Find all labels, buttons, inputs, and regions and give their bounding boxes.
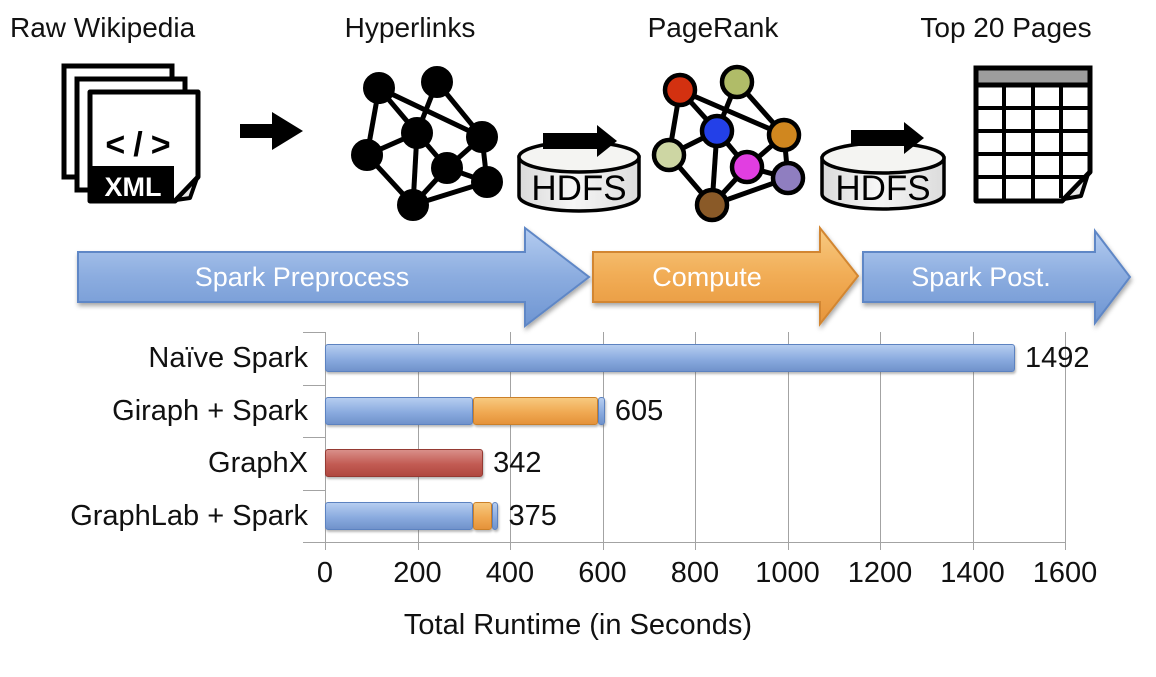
category-label: Giraph + Spark (112, 394, 308, 427)
gridline (695, 332, 696, 542)
y-axis-tick (303, 489, 325, 491)
x-axis-tick (787, 542, 789, 550)
flow-arrow-label: Compute (652, 262, 762, 292)
hdfs-cylinder-2: HDFS (820, 122, 946, 211)
gridline (417, 332, 419, 542)
x-tick-label: 400 (485, 557, 535, 589)
x-tick-label: 1400 (940, 557, 1005, 589)
xml-documents-icon: </> XML (61, 63, 201, 204)
value-label: 342 (493, 447, 542, 480)
graph-nodes (651, 64, 806, 223)
gridline (602, 332, 604, 542)
x-axis-tick (510, 542, 511, 550)
x-axis-tick (602, 542, 604, 550)
graph-nodes (351, 66, 503, 221)
stage-label-raw-wikipedia: Raw Wikipedia (10, 12, 196, 43)
flow-arrow-label: Spark Preprocess (195, 262, 410, 292)
value-label: 1492 (1025, 342, 1090, 375)
hyperlinks-graph-icon (351, 66, 503, 221)
table-icon (973, 65, 1093, 204)
stage-label-top-20-pages: Top 20 Pages (920, 12, 1092, 43)
y-axis-tick (303, 542, 325, 543)
bar-segment (473, 501, 492, 530)
bar-segment (597, 396, 605, 425)
x-tick-label: 800 (670, 557, 720, 589)
y-axis-tick (303, 437, 325, 438)
x-tick-label: 0 (316, 557, 334, 589)
gridline (972, 332, 974, 542)
hdfs-cylinder-1: HDFS (517, 125, 641, 213)
value-label: 605 (614, 394, 664, 427)
x-axis-tick (325, 542, 326, 550)
arrow-icon (851, 122, 924, 154)
flow-arrow-compute (592, 225, 860, 327)
x-axis-title: Total Runtime (in Seconds) (403, 609, 753, 641)
xml-badge: XML (105, 172, 162, 202)
arrow-icon (240, 112, 303, 150)
category-label: GraphX (208, 447, 308, 480)
value-label: 375 (508, 499, 557, 532)
gridline (325, 332, 326, 542)
y-axis-tick (303, 332, 325, 333)
arrow-icon (543, 125, 617, 157)
stage-label-hyperlinks: Hyperlinks (344, 12, 476, 43)
page-fold (174, 176, 199, 202)
bar-segment (325, 344, 1016, 373)
category-label: GraphLab + Spark (70, 499, 308, 532)
gridline (510, 332, 511, 542)
flow-arrow-label: Spark Post. (911, 262, 1051, 292)
gridline (787, 332, 789, 542)
x-tick-label: 200 (393, 557, 442, 589)
bar-segment (491, 501, 499, 530)
x-axis-tick (972, 542, 974, 550)
flow-arrows: Spark Preprocess Compute Spark Post. (77, 225, 1132, 329)
y-axis-tick (303, 384, 325, 386)
page-fold (1062, 172, 1090, 201)
bar-segment (473, 396, 598, 425)
hdfs-label-1: HDFS (531, 169, 626, 208)
x-tick-label: 1600 (1032, 557, 1098, 589)
bar-segment (325, 501, 473, 530)
pagerank-graph-icon (651, 64, 806, 223)
flow-arrow-spark-post (862, 228, 1132, 326)
x-tick-label: 1000 (755, 557, 820, 589)
gridline (880, 332, 881, 542)
code-glyph: </> (105, 126, 178, 164)
gridline (1065, 332, 1066, 542)
x-axis-tick (1065, 542, 1066, 550)
hdfs-label-2: HDFS (835, 169, 930, 208)
stage-label-pagerank: PageRank (647, 12, 779, 43)
x-tick-label: 1200 (847, 557, 913, 589)
x-axis-tick (880, 542, 881, 550)
x-axis-tick (695, 542, 696, 550)
x-axis-line (325, 542, 1065, 543)
x-tick-label: 600 (578, 557, 627, 589)
category-label: Naïve Spark (148, 342, 308, 375)
bar-segment (325, 449, 484, 478)
flow-arrow-spark-preprocess (77, 225, 591, 329)
x-axis-tick (417, 542, 419, 550)
pipeline-diagram: </> XML (61, 63, 1132, 329)
bar-segment (325, 396, 473, 425)
